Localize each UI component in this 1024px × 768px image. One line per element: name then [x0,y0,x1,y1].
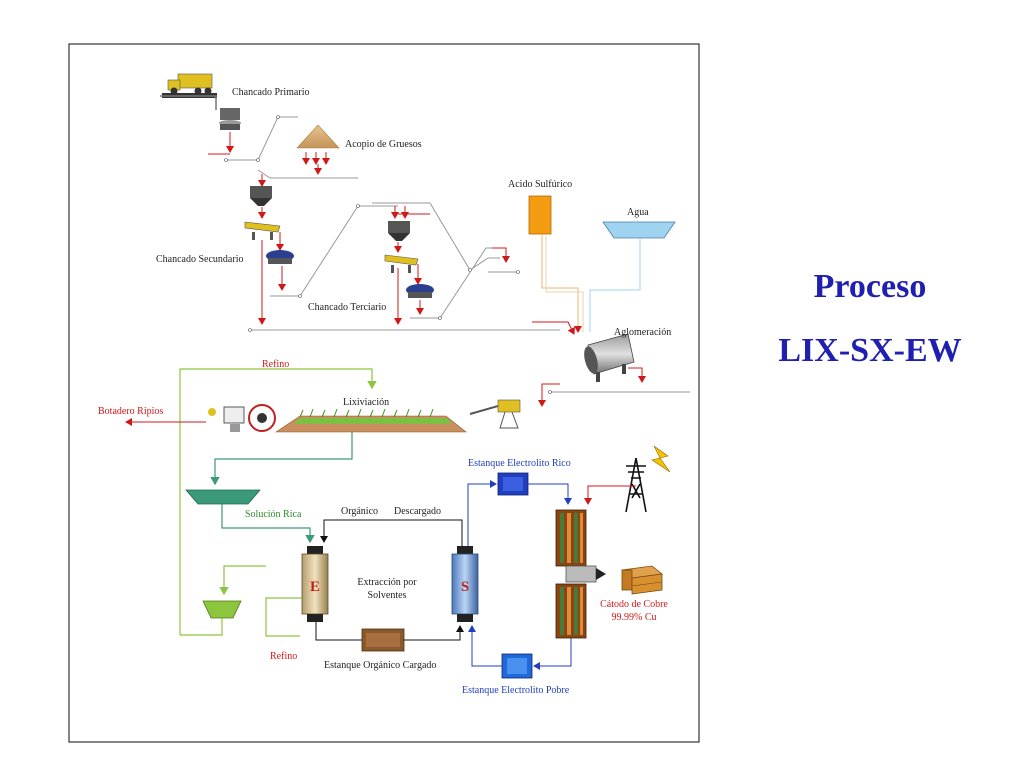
label-catodo-line2: 99.99% Cu [612,612,657,623]
label-chancado-primario: Chancado Primario [232,87,309,98]
stockpile-icon [296,124,340,149]
label-organico: Orgánico [341,506,378,517]
extraction-cell-e [301,546,329,622]
cone-crusher-tertiary-icon [388,221,410,241]
label-lixiviacion: Lixiviación [343,397,389,408]
label-estanque-electrolito-pobre: Estanque Electrolito Pobre [462,685,570,696]
label-agua: Agua [627,207,649,218]
label-estanque-electrolito-rico: Estanque Electrolito Rico [468,458,571,469]
label-extraccion-line2: Solventes [368,590,407,601]
power-tower-icon [625,457,647,513]
reclaimer-wheel-icon [208,404,276,432]
label-solucion-rica: Solución Rica [245,509,302,520]
label-refino-top: Refino [262,359,289,370]
raffinate-pond-icon [202,600,242,619]
label-refino-bottom: Refino [270,651,297,662]
label-catodo-line1: Cátodo de Cobre [600,599,668,610]
label-acopio-gruesos: Acopio de Gruesos [345,139,422,150]
rich-electrolyte-tank-icon [497,472,529,496]
lightning-bolt-icon [651,445,671,473]
title-line-2: LIX-SX-EW [778,332,962,369]
stripping-cell-s [451,546,479,622]
haul-truck-icon [160,73,217,110]
title-line-1: Proceso [813,268,927,305]
cone-crusher-secondary-icon [250,186,272,206]
rich-solution-pond-icon [185,489,261,505]
poor-electrolyte-tank-icon [501,653,533,679]
label-extraccion-line1: Extracción por [357,577,417,588]
water-tank-icon [602,221,676,239]
label-chancado-terciario: Chancado Terciario [308,302,386,313]
cathode-handler-icon [565,565,606,583]
leach-heap-icon [275,408,467,433]
electrowinning-cell-top [555,509,587,567]
screen-secondary-icon [244,221,281,240]
label-chancado-secundario: Chancado Secundario [156,254,243,265]
label-botadero-ripios: Botadero Ripios [98,406,163,417]
primary-crusher-icon [219,108,241,130]
label-aglomeracion: Aglomeración [614,327,671,338]
screen-tertiary-icon [384,254,419,273]
electrowinning-cell-bottom [555,583,587,639]
stacker-icon [469,399,521,429]
copper-cathode-crate-icon [621,565,663,595]
loaded-organic-tank-icon [361,628,405,652]
label-descargado: Descargado [394,506,441,517]
acid-tank-icon [528,195,552,235]
diagram-frame [68,43,700,743]
crusher-secondary-icon [266,250,294,264]
agglomeration-drum-icon [584,333,635,382]
cell-s-label: S [461,579,469,595]
crusher-tertiary-icon [406,284,434,298]
label-acido-sulfurico: Acido Sulfúrico [508,179,572,190]
cell-e-label: E [310,579,320,595]
label-estanque-organico-cargado: Estanque Orgánico Cargado [324,660,436,671]
